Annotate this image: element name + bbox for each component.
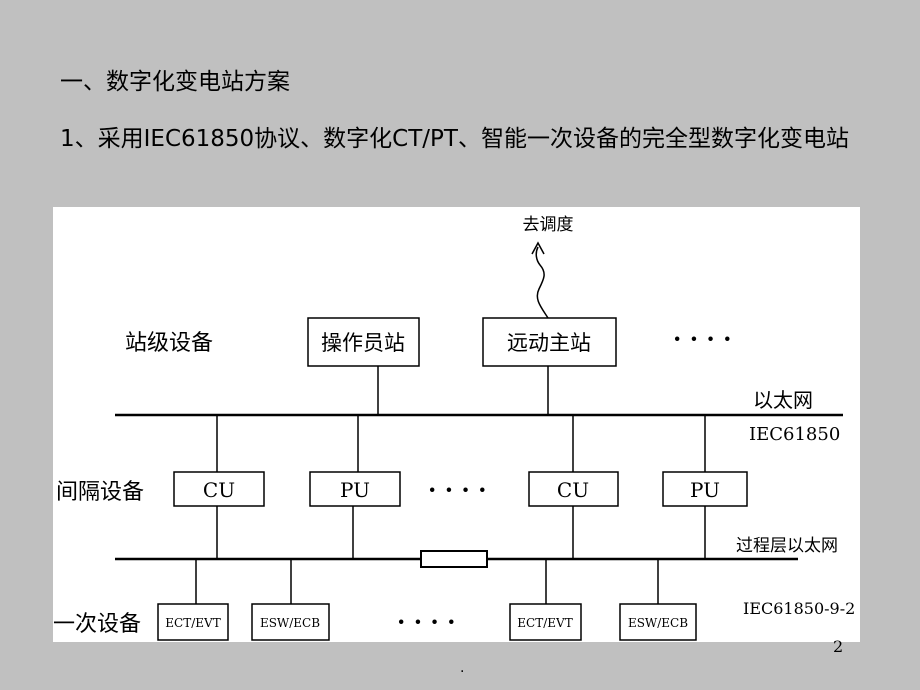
cu-box-1 bbox=[173, 471, 265, 507]
page-number: 2 bbox=[833, 637, 844, 656]
ect-evt-label-2: ECT/EVT bbox=[517, 616, 572, 630]
cu-label-2: CU bbox=[557, 478, 589, 502]
process-bus-switch bbox=[420, 550, 488, 568]
esw-ecb-box-2 bbox=[619, 603, 697, 641]
station-dots: · · · · bbox=[673, 324, 732, 353]
diagram-canvas: 去调度 站级设备 操作员站 远动主站 · · · · 以太网 IEC61850 … bbox=[53, 215, 855, 641]
bay-dots: · · · · bbox=[428, 475, 487, 504]
primary-level-label: 一次设备 bbox=[53, 612, 141, 637]
iec61850-label: IEC61850 bbox=[749, 424, 840, 445]
cu-label-1: CU bbox=[203, 478, 235, 502]
ect-evt-box-2 bbox=[509, 603, 582, 641]
ethernet-label: 以太网 bbox=[753, 388, 813, 412]
esw-ecb-box-1 bbox=[251, 603, 330, 641]
pu-box-1 bbox=[309, 471, 401, 507]
slide-subheading: 1、采用IEC61850协议、数字化CT/PT、智能一次设备的完全型数字化变电站 bbox=[60, 126, 849, 152]
esw-ecb-label-1: ESW/ECB bbox=[260, 616, 320, 630]
process-ethernet-label: 过程层以太网 bbox=[736, 536, 838, 556]
slide-heading: 一、数字化变电站方案 bbox=[60, 69, 290, 95]
pu-label-1: PU bbox=[340, 478, 370, 502]
operator-station-box bbox=[307, 317, 420, 367]
ect-evt-label-1: ECT/EVT bbox=[165, 616, 220, 630]
pu-label-2: PU bbox=[690, 478, 720, 502]
remote-master-box bbox=[482, 317, 617, 367]
dispatch-arrow-head bbox=[531, 241, 545, 255]
dispatch-label: 去调度 bbox=[523, 215, 574, 235]
footer-dot: . bbox=[460, 660, 465, 676]
bay-level-label: 间隔设备 bbox=[56, 480, 144, 505]
esw-ecb-label-2: ESW/ECB bbox=[628, 616, 688, 630]
ect-evt-box-1 bbox=[157, 603, 229, 641]
station-level-label: 站级设备 bbox=[125, 331, 213, 356]
dispatch-link-line bbox=[535, 246, 549, 319]
primary-dots: · · · · bbox=[397, 607, 456, 636]
iec61850-9-2-label: IEC61850-9-2 bbox=[743, 599, 855, 618]
operator-station-label: 操作员站 bbox=[321, 331, 405, 355]
remote-master-label: 远动主站 bbox=[507, 331, 591, 355]
substation-architecture-diagram: 去调度 站级设备 操作员站 远动主站 · · · · 以太网 IEC61850 … bbox=[53, 207, 860, 642]
